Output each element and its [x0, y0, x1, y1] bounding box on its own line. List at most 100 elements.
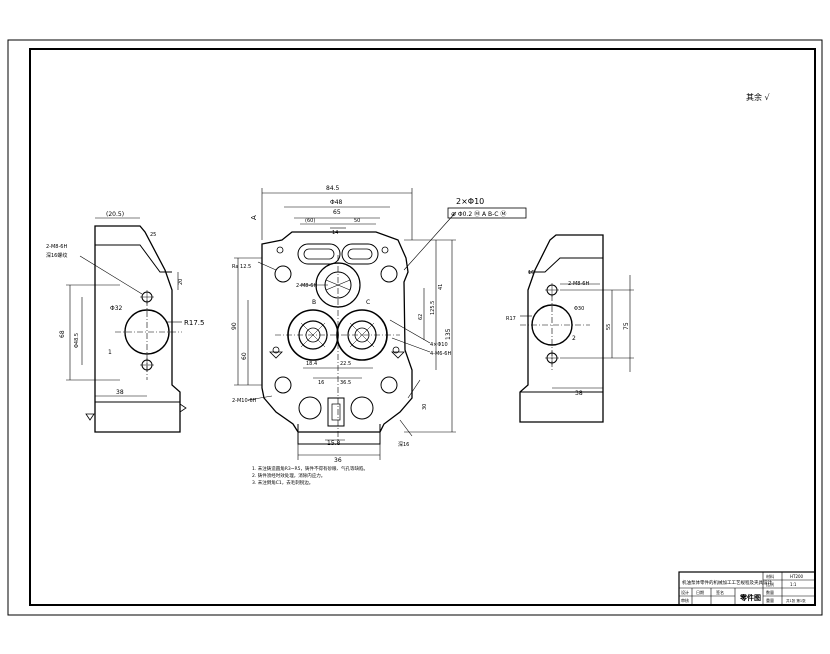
dim-w-60: (60)	[305, 218, 315, 224]
left-view: (20.5) 25 68 Φ48.5 Φ32 38 1 R17.5 20 2-M…	[46, 211, 204, 433]
left-view-outline	[94, 225, 181, 433]
left-view-step	[95, 244, 172, 273]
dim-bottom-22-5: 22.5	[340, 361, 351, 367]
left-dim-label: 1	[108, 349, 112, 356]
datum-a: A	[250, 215, 258, 220]
title-block-material-label: 材料	[766, 573, 774, 579]
front-view-outline	[261, 231, 413, 433]
dim-right-135: 135	[445, 328, 452, 340]
svg-text:其余 √: 其余 √	[746, 92, 771, 102]
dim-bottom-18-4: 18.4	[306, 361, 317, 367]
datum-triangle-right	[391, 351, 405, 359]
left-dim-small: 20	[178, 279, 184, 285]
dim-small-30: 30	[422, 404, 428, 410]
dim-phi-top: Φ48	[330, 199, 343, 206]
callout-right-note-2: 4-M6-6H	[430, 351, 451, 357]
callout-mid-thread: 2-M8-6H	[296, 283, 317, 289]
callout-hole: 2×Φ10	[456, 197, 484, 206]
right-view-dim-lines	[520, 275, 634, 389]
callout-left-thread: 2-M10-6H	[232, 398, 257, 404]
hole-upper-right	[380, 265, 398, 283]
left-dim-right-small: 25	[150, 232, 156, 238]
left-dim-side-right: R17.5	[184, 319, 204, 327]
left-datum-triangle	[179, 403, 187, 413]
upper-slot-left-inner	[303, 248, 335, 260]
hole-mid-left	[272, 346, 280, 354]
title-block-weight-label: 重量	[766, 597, 774, 603]
right-view: 55 75 Φ30 38 16 2 R17 2-M8-6H	[506, 234, 634, 423]
hole-top-left	[276, 246, 284, 254]
dim-bottom-36: 36	[334, 457, 342, 464]
left-dim-mid: Φ48.5	[74, 333, 80, 348]
tech-note-2: 2. 铸件须经时效处理，消除内应力。	[252, 472, 325, 479]
callout-depth: 深16	[398, 441, 409, 448]
right-dim-label: 2	[572, 335, 576, 342]
datum-b: B	[312, 299, 316, 306]
title-block: 机油泵体零件的机械加工工艺规程及夹具设计 零件图 设计 审核 日期 签名 材料 …	[678, 571, 816, 606]
dim-right-41: 41	[438, 284, 444, 290]
outer-border	[7, 39, 823, 616]
hole-upper-left	[274, 265, 292, 283]
gdt-frame-box	[447, 207, 527, 219]
dim-left-90: 90	[231, 322, 238, 330]
title-block-scale: 1:1	[790, 582, 797, 587]
right-view-cross-top	[545, 283, 559, 297]
left-callout-thread-2: 深16螺纹	[46, 252, 67, 259]
dim-bottom-16: 16	[318, 380, 324, 386]
right-dim-55: 55	[606, 324, 612, 330]
title-block-sheet: 共1张 第1张	[786, 598, 806, 603]
hole-top-right	[381, 246, 389, 254]
gdt-frame: ⊕ Φ0.2 Ⓜ A B-C Ⓜ	[451, 210, 506, 218]
upper-slot-right-inner	[347, 248, 373, 260]
tech-note-3: 3. 未注倒角C1，去毛刺锐边。	[252, 479, 313, 486]
right-dim-75: 75	[623, 322, 630, 330]
right-view-outline	[519, 234, 604, 423]
front-dim-lines	[234, 188, 457, 460]
datum-c: C	[366, 299, 370, 306]
title-block-col-1: 日期	[696, 589, 704, 595]
dim-left-60: 60	[241, 352, 248, 360]
upper-slot-right	[341, 243, 379, 265]
title-block-row-2: 审核	[681, 597, 689, 603]
dim-right-125: 125.5	[430, 301, 436, 315]
right-dim-small-left: R17	[506, 316, 516, 322]
dim-overall-top: 84.5	[326, 185, 340, 192]
technical-notes: 1. 未注铸造圆角R3~R5，铸件不得有砂眼、气孔等缺陷。 2. 铸件须经时效处…	[252, 465, 368, 486]
title-block-scale-label: 比例	[766, 581, 774, 587]
upper-slot-left	[297, 243, 341, 265]
right-view-step	[528, 257, 603, 273]
dim-w-14: 14	[332, 230, 338, 236]
left-dim-bottom: 38	[116, 389, 124, 396]
title-block-col-2: 签名	[716, 589, 724, 595]
right-callout-thread: 2-M8-6H	[568, 281, 589, 287]
hole-bottom-right	[350, 396, 374, 420]
left-callout-thread-1: 2-M8-6H	[46, 244, 67, 250]
right-dim-16: 16	[528, 270, 534, 276]
hole-bottom-left	[298, 396, 322, 420]
title-block-quantity-label: 数量	[766, 589, 774, 595]
bottom-rect-port	[327, 397, 345, 427]
title-block-title: 机油泵体零件的机械加工工艺规程及夹具设计	[682, 579, 772, 586]
title-block-material: HT200	[790, 574, 804, 579]
callout-right-note-1: 4×Φ10	[430, 342, 448, 348]
inner-border	[29, 48, 816, 606]
callout-left-rough: Ra 12.5	[232, 264, 251, 270]
left-dim-phi: Φ32	[110, 305, 123, 312]
dim-right-62: 62	[418, 314, 424, 320]
dim-w-50: 50	[354, 218, 360, 224]
hole-mid-right	[392, 346, 400, 354]
right-dim-phi: Φ30	[574, 306, 584, 312]
left-datum-triangle-2	[85, 413, 95, 421]
dim-bottom-15-8: 15.8	[327, 440, 341, 447]
title-block-drawing-name: 零件图	[739, 593, 761, 602]
roughness-note: 其余 √	[746, 92, 771, 102]
right-dim-38: 38	[575, 390, 583, 397]
dim-w-65: 65	[333, 209, 341, 216]
hole-lower-right	[380, 376, 398, 394]
left-dim-side-68: 68	[59, 330, 66, 338]
datum-triangle-left	[269, 351, 283, 359]
title-block-row-1: 设计	[681, 589, 689, 595]
front-view: 84.5 Φ48 65 (60) 50 14 90 60 135 125.5 6…	[231, 185, 527, 464]
left-dim-top-width: (20.5)	[106, 211, 124, 218]
